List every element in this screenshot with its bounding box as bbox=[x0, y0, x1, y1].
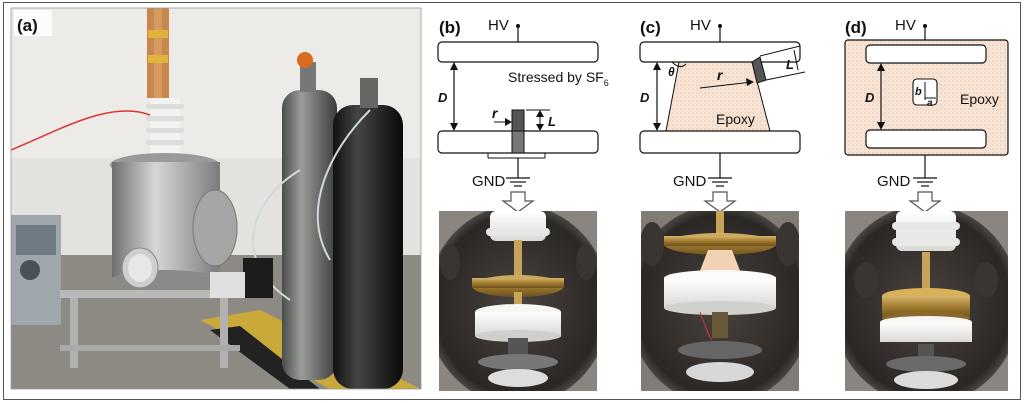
panel-b-protrusion bbox=[511, 109, 525, 132]
panel-b-gap-label: D bbox=[438, 90, 448, 105]
panel-b-hv-electrode bbox=[437, 41, 599, 63]
panel-d-hv: HV bbox=[895, 17, 916, 34]
photo-a bbox=[11, 8, 421, 389]
figure-border bbox=[3, 2, 1021, 400]
panel-b-down-arrow bbox=[501, 191, 535, 213]
panel-c-radius-label: r bbox=[717, 67, 724, 83]
panel-c-label: (c) bbox=[640, 18, 661, 37]
panel-d-down-arrow bbox=[908, 191, 942, 213]
panel-b-radius-label: r bbox=[492, 105, 499, 121]
panel-d-hv-electrode bbox=[865, 44, 987, 64]
panel-c-gnd: GND bbox=[673, 173, 707, 190]
panel-d-dim-a: a bbox=[927, 98, 933, 109]
photo-d bbox=[845, 211, 1008, 391]
panel-d-gnd-electrode bbox=[865, 129, 987, 149]
panel-c-diagram: (c) HV D θ L r Epoxy GND bbox=[639, 17, 806, 213]
panel-b-label: (b) bbox=[439, 18, 461, 37]
panel-b-medium: Stressed by SF6 bbox=[508, 69, 609, 88]
panel-b-hv: HV bbox=[488, 17, 509, 34]
panel-c-down-arrow bbox=[703, 191, 737, 213]
panel-d-gap-label: D bbox=[865, 90, 875, 105]
panel-b-diagram: (b) HV D Stressed by SF6 r L GND bbox=[437, 17, 609, 213]
panel-d-dim-b: b bbox=[915, 86, 922, 98]
photo-b bbox=[439, 211, 597, 391]
panel-c-hv: HV bbox=[690, 17, 711, 34]
panel-a-label: (a) bbox=[17, 16, 38, 35]
panel-c-gap-label: D bbox=[640, 90, 650, 105]
panel-d-diagram: (d) HV D b a Epoxy GND bbox=[844, 17, 1009, 213]
panel-c-material: Epoxy bbox=[716, 111, 755, 127]
panel-b-gnd: GND bbox=[472, 173, 506, 190]
panel-b-length-label: L bbox=[548, 114, 556, 129]
panel-c-length-label: L bbox=[786, 57, 794, 72]
panel-d-material: Epoxy bbox=[960, 91, 999, 107]
panel-d-label: (d) bbox=[845, 18, 867, 37]
panel-c-angle-label: θ bbox=[668, 65, 675, 79]
panel-d-gnd: GND bbox=[877, 173, 911, 190]
panel-c-gnd-electrode bbox=[639, 130, 801, 154]
photo-c bbox=[641, 211, 799, 391]
